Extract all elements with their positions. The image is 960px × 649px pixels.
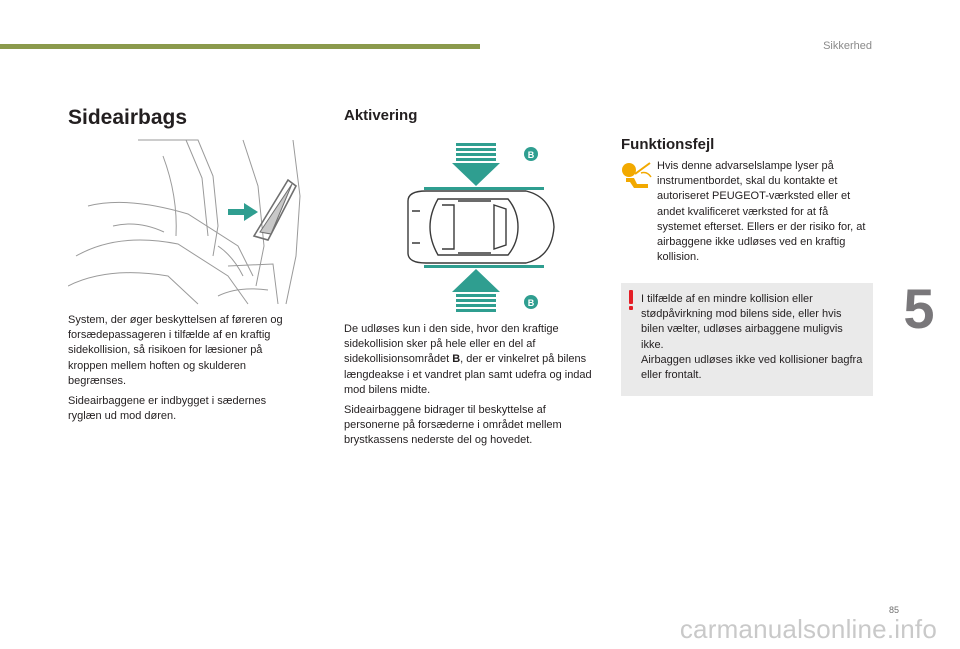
aktivering-text-1: De udløses kun i den side, hvor den kraf… (344, 323, 559, 366)
page-number: 85 (888, 605, 899, 615)
collision-arrow-top-icon (452, 143, 500, 186)
collision-arrow-bottom-icon (452, 269, 500, 312)
warning-box: I tilfælde af en mindre kollision eller … (621, 283, 873, 396)
aktivering-paragraph-2: Sideairbaggene bidrager til beskyttelse … (344, 404, 562, 447)
zone-b-label-bottom: B (528, 298, 535, 308)
aktivering-description: De udløses kun i den side, hvor den kraf… (344, 322, 592, 454)
warning-paragraph-1: I tilfælde af en mindre kollision eller … (641, 293, 843, 351)
exclamation-warning-icon (629, 290, 633, 310)
sideairbags-paragraph-2: Sideairbaggene er indbygget i sædernes r… (68, 395, 267, 423)
header-accent-bar (0, 44, 480, 49)
warning-paragraph-2: Airbaggen udløses ikke ved kollisioner b… (641, 353, 863, 382)
sideairbags-paragraph-1: System, der øger beskyttelsen af føreren… (68, 314, 283, 387)
arrow-icon (228, 203, 258, 221)
zone-b-bold: B (452, 353, 461, 366)
watermark: carmanualsonline.info (679, 614, 937, 644)
sideairbags-description: System, der øger beskyttelsen af føreren… (68, 313, 300, 429)
zone-b-badge-top (524, 147, 538, 161)
seat-side-airbag-illustration (68, 139, 301, 305)
aktivering-paragraph-1: De udløses kun i den side, hvor den kraf… (344, 322, 592, 398)
zone-b-badge-bottom (524, 295, 538, 309)
collision-zone-illustration: B B (407, 143, 555, 312)
chapter-number: 5 (903, 277, 935, 340)
warning-text: I tilfælde af en mindre kollision eller … (641, 292, 867, 383)
section-header: Sikkerhed (823, 40, 872, 52)
airbag-warning-lamp-icon (622, 162, 652, 188)
aktivering-title: Aktivering (344, 107, 418, 124)
aktivering-text-2: , der er vinkelret på bilens længdeakse … (344, 353, 592, 396)
fault-info: Hvis denne advarselslampe lyser på instr… (621, 159, 873, 271)
sideairbags-title: Sideairbags (68, 106, 188, 129)
zone-b-label-top: B (528, 150, 535, 160)
fault-description: Hvis denne advarselslampe lyser på instr… (657, 160, 866, 264)
funktionsfejl-title: Funktionsfejl (621, 136, 715, 153)
